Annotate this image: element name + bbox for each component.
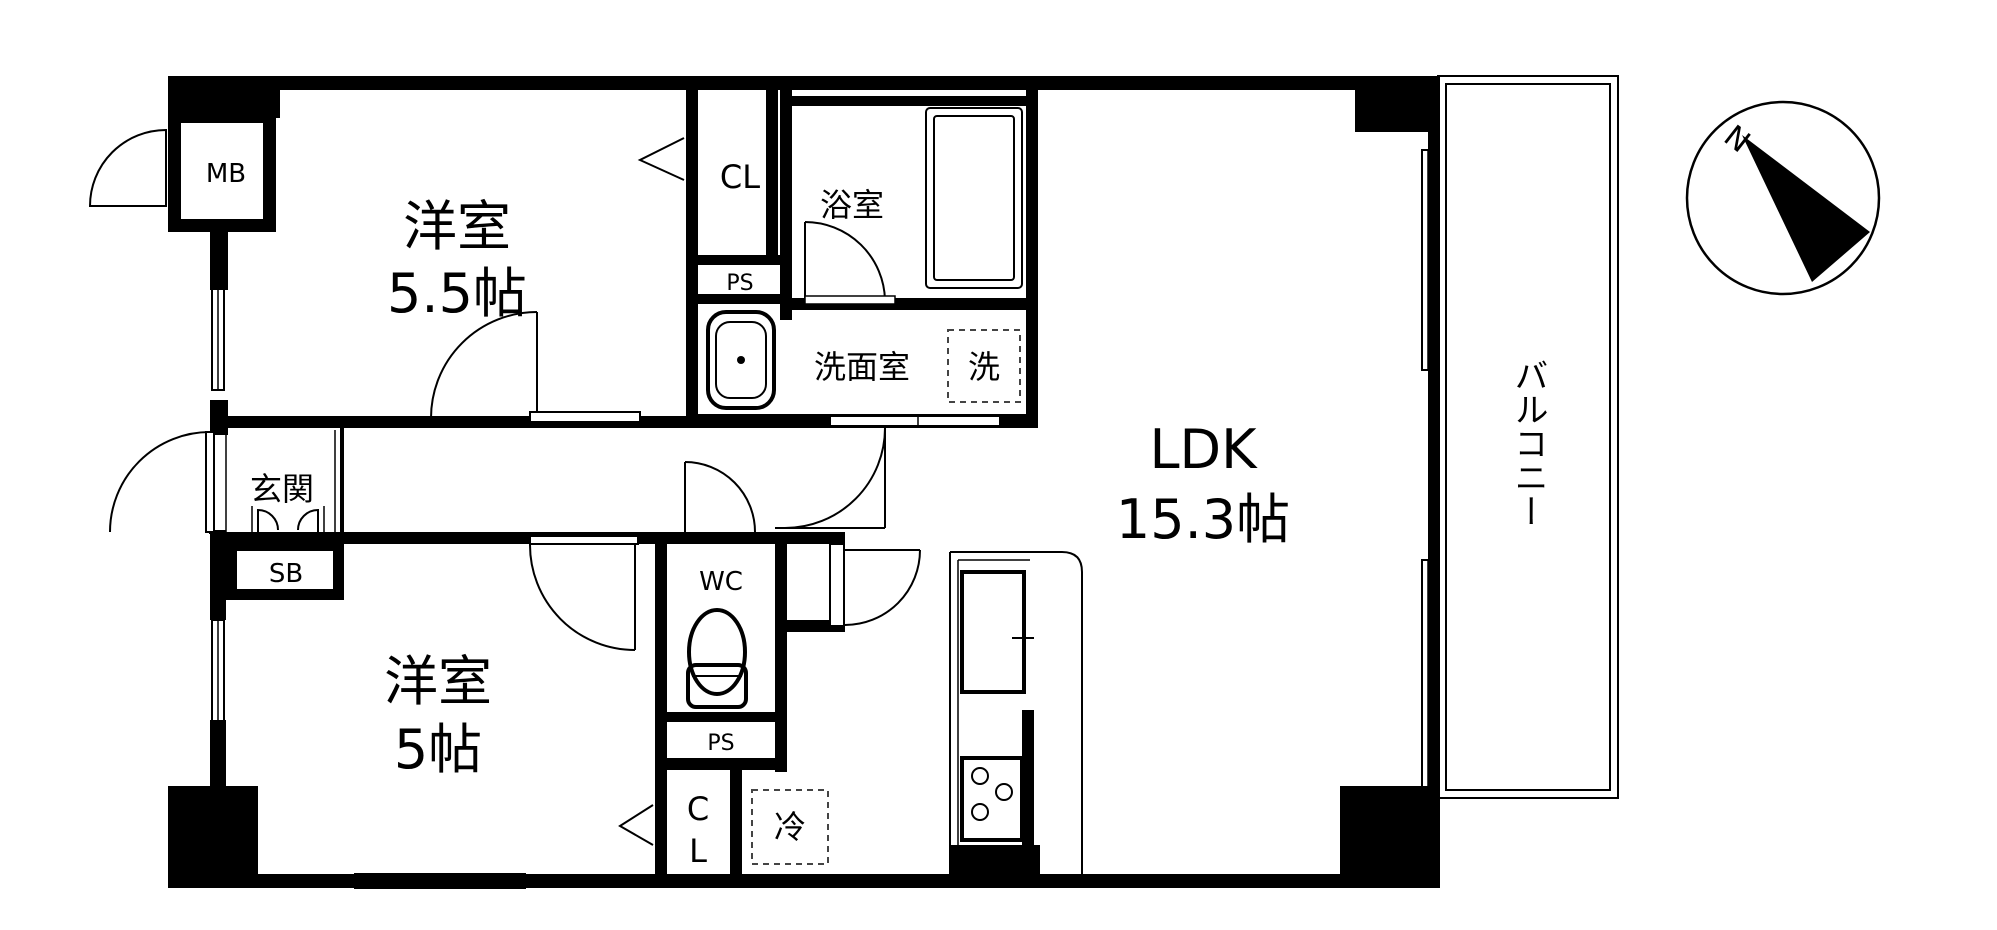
washroom-label: 洗面室: [814, 348, 910, 386]
window-bottom: [354, 873, 526, 889]
compass: N: [1685, 100, 1881, 296]
windows-ldk: [1421, 149, 1435, 791]
meter-box: [88, 114, 276, 232]
pipe-space-2-label: PS: [707, 731, 734, 756]
balcony-label: バルコニー: [1508, 358, 1548, 528]
windows-left: [211, 249, 225, 791]
fixtures: [686, 107, 1083, 874]
ldk-size: 15.3帖: [1116, 488, 1290, 551]
entrance-label: 玄関: [250, 470, 314, 508]
western-room-1-size: 5.5帖: [387, 262, 527, 325]
western-room-2-name: 洋室: [384, 650, 492, 713]
western-room-2-size: 5帖: [394, 718, 482, 781]
ldk-name: LDK: [1149, 418, 1258, 481]
closet-2-label-top: C: [687, 790, 709, 828]
room-labels: MB 洋室 5.5帖 CL PS 浴室 洗面室 洗 玄関 SB LDK 15.3…: [206, 158, 1548, 870]
closet-1-label: CL: [720, 158, 760, 196]
shoe-box-label: SB: [269, 559, 303, 589]
washer-label: 洗: [968, 348, 1000, 386]
meter-box-label: MB: [206, 159, 246, 189]
doors: [109, 137, 1001, 846]
pipe-space-1-label: PS: [726, 271, 753, 296]
western-room-1-name: 洋室: [403, 195, 511, 258]
outer-walls: [168, 76, 1440, 888]
toilet-label: WC: [699, 567, 743, 597]
bathroom-label: 浴室: [820, 186, 884, 224]
closet-2-label-bottom: L: [689, 832, 707, 870]
fridge-label: 冷: [774, 808, 806, 846]
